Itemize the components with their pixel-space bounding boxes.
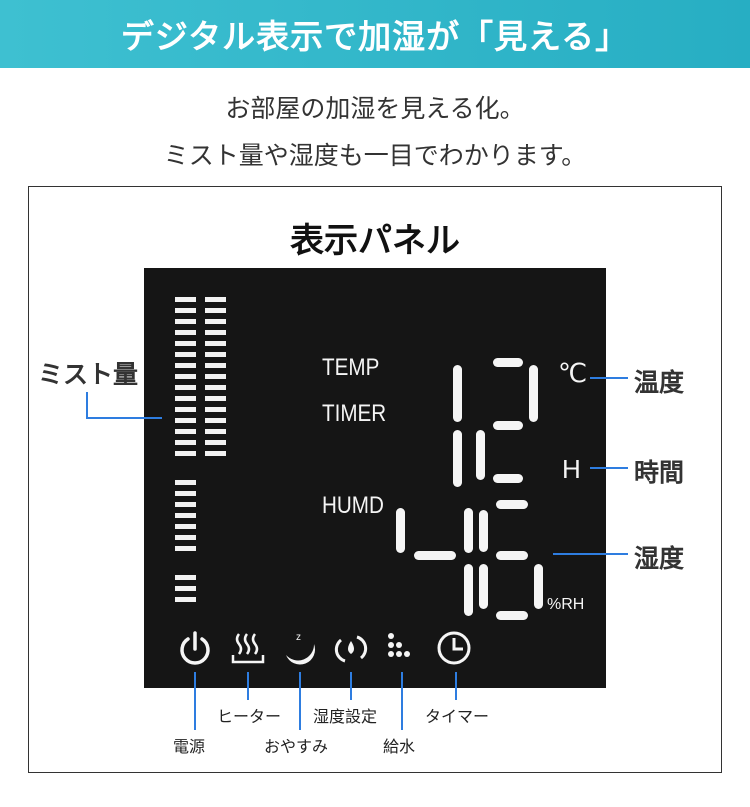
humd-label: HUMD bbox=[322, 492, 384, 519]
hour-unit: H bbox=[562, 454, 581, 484]
subtitle-line-1: お部屋の加湿を見える化。 bbox=[225, 94, 525, 123]
power-label: 電源 bbox=[173, 737, 206, 756]
sleep-callout-line bbox=[299, 672, 301, 730]
power-icon bbox=[180, 631, 210, 665]
humidity-setting-icon bbox=[334, 635, 368, 663]
timer-label-caption: タイマー bbox=[425, 707, 490, 726]
timer-callout-line bbox=[455, 672, 457, 700]
heater-label: ヒーター bbox=[217, 707, 282, 726]
subtitle-line-2: ミスト量や湿度も一目でわかります。 bbox=[163, 141, 587, 170]
time-callout: 時間 bbox=[634, 458, 685, 487]
relative-humidity-unit: %RH bbox=[547, 596, 585, 613]
timer-label: TIMER bbox=[322, 400, 387, 427]
humidity-setting-label: 湿度設定 bbox=[313, 707, 378, 726]
mist-callout-line-h bbox=[86, 417, 162, 419]
power-callout-line bbox=[194, 672, 196, 730]
mist-amount-callout: ミスト量 bbox=[38, 360, 139, 389]
humidity-setting-callout-line bbox=[350, 672, 352, 700]
heater-icon bbox=[231, 633, 265, 664]
panel-title: 表示パネル bbox=[290, 221, 460, 261]
svg-text:z: z bbox=[296, 632, 301, 643]
banner-title: デジタル表示で加湿が「見える」 bbox=[120, 17, 630, 56]
header-banner: デジタル表示で加湿が「見える」 bbox=[0, 0, 750, 68]
celsius-unit: ℃ bbox=[558, 358, 588, 388]
sleep-label: おやすみ bbox=[264, 737, 329, 756]
water-supply-label: 給水 bbox=[383, 737, 416, 756]
humidity-callout: 湿度 bbox=[634, 544, 685, 573]
mist-callout-line-v bbox=[86, 392, 88, 419]
temperature-callout-line bbox=[590, 377, 628, 379]
water-supply-icon bbox=[388, 633, 410, 657]
sleep-moon-icon: z bbox=[286, 632, 316, 665]
water-callout-line bbox=[401, 672, 403, 730]
time-callout-line bbox=[590, 467, 628, 469]
temp-label: TEMP bbox=[322, 354, 380, 381]
temperature-callout: 温度 bbox=[634, 368, 685, 397]
timer-clock-icon bbox=[437, 631, 471, 665]
heater-callout-line bbox=[247, 672, 249, 700]
humidity-callout-line bbox=[553, 553, 628, 555]
lcd-display: TEMP TIMER HUMD ℃ H %RH bbox=[144, 268, 606, 688]
